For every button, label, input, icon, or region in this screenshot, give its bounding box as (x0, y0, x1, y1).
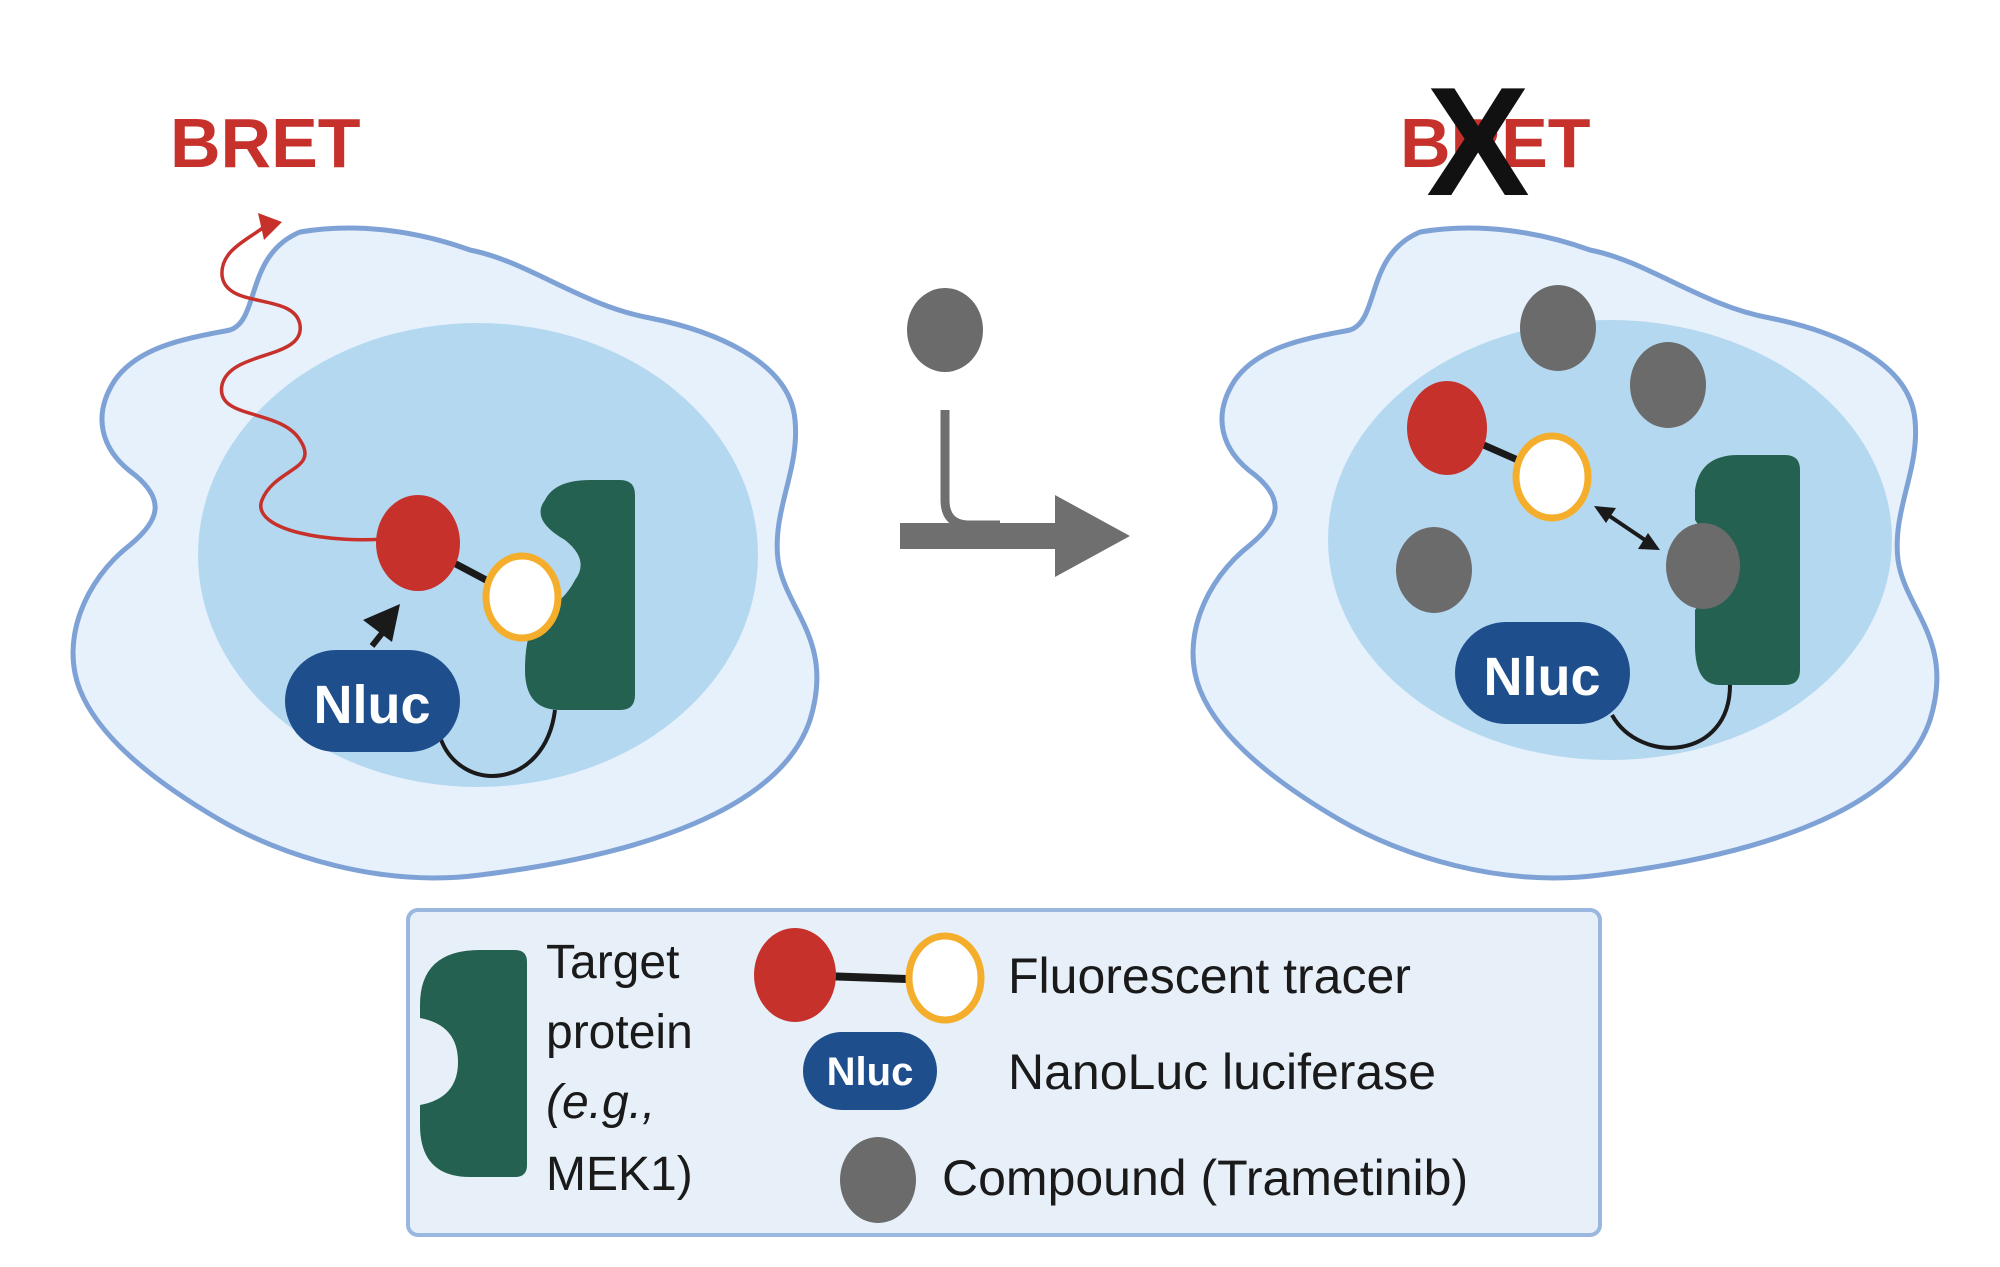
legend-target-line4: MEK1) (546, 1148, 693, 1201)
bret-emission-wave (219, 218, 396, 542)
legend-compound-label: Compound (Trametinib) (942, 1150, 1468, 1206)
left-cell: Nluc BRET (70, 104, 820, 881)
compound (1396, 527, 1472, 613)
legend-nluc-label: NanoLuc luciferase (1008, 1044, 1436, 1100)
legend-compound-icon (840, 1137, 916, 1223)
legend-target-line2: protein (546, 1006, 693, 1059)
left-nluc-label: Nluc (313, 675, 430, 735)
competition-arrow (1606, 513, 1647, 542)
legend-tracer-fluorophore-icon (754, 928, 836, 1022)
target-protein-icon (420, 950, 527, 1177)
bound-compound (1666, 523, 1740, 609)
compound-entry-line (940, 410, 1000, 530)
right-target-protein (1695, 455, 1800, 685)
energy-transfer-arrowhead (363, 604, 400, 642)
legend-nluc-icon (803, 1032, 937, 1110)
arrow-head (1055, 495, 1130, 577)
right-bret-label: BRET (1400, 104, 1591, 182)
legend-tracer-ligand-icon (905, 932, 985, 1024)
legend-target-line3: (e.g., (546, 1076, 655, 1129)
competition-arrowhead-end (1638, 533, 1660, 550)
left-tracer-fluorophore (376, 495, 460, 591)
right-tracer-fluorophore (1407, 381, 1487, 475)
incoming-compound (907, 288, 983, 372)
left-nucleus (198, 323, 758, 787)
legend-nluc-icon-label: Nluc (827, 1050, 914, 1094)
compound (1520, 285, 1596, 371)
left-target-protein (525, 480, 635, 710)
bret-emission-arrowhead (258, 213, 282, 240)
right-nluc-label: Nluc (1483, 647, 1600, 707)
legend-tracer-label: Fluorescent tracer (1008, 948, 1411, 1004)
legend-target-line1: Target (546, 936, 679, 989)
right-nluc-tether (1610, 684, 1732, 750)
left-tracer-ligand (482, 552, 562, 642)
treatment-arrow (900, 288, 1130, 577)
competition-arrowhead-start (1594, 506, 1616, 523)
right-cell: Nluc BRET X (1190, 55, 1940, 881)
left-nluc-tether (438, 709, 557, 778)
right-tracer-ligand (1512, 432, 1592, 522)
left-nluc-pill (285, 650, 460, 752)
left-bret-label: BRET (170, 104, 361, 182)
compound (1630, 342, 1706, 428)
right-nluc-pill (1455, 622, 1630, 724)
legend: Target protein (e.g., MEK1) Fluorescent … (406, 908, 1602, 1237)
legend-box (406, 908, 1602, 1237)
bret-cross-mark: X (1426, 55, 1529, 228)
